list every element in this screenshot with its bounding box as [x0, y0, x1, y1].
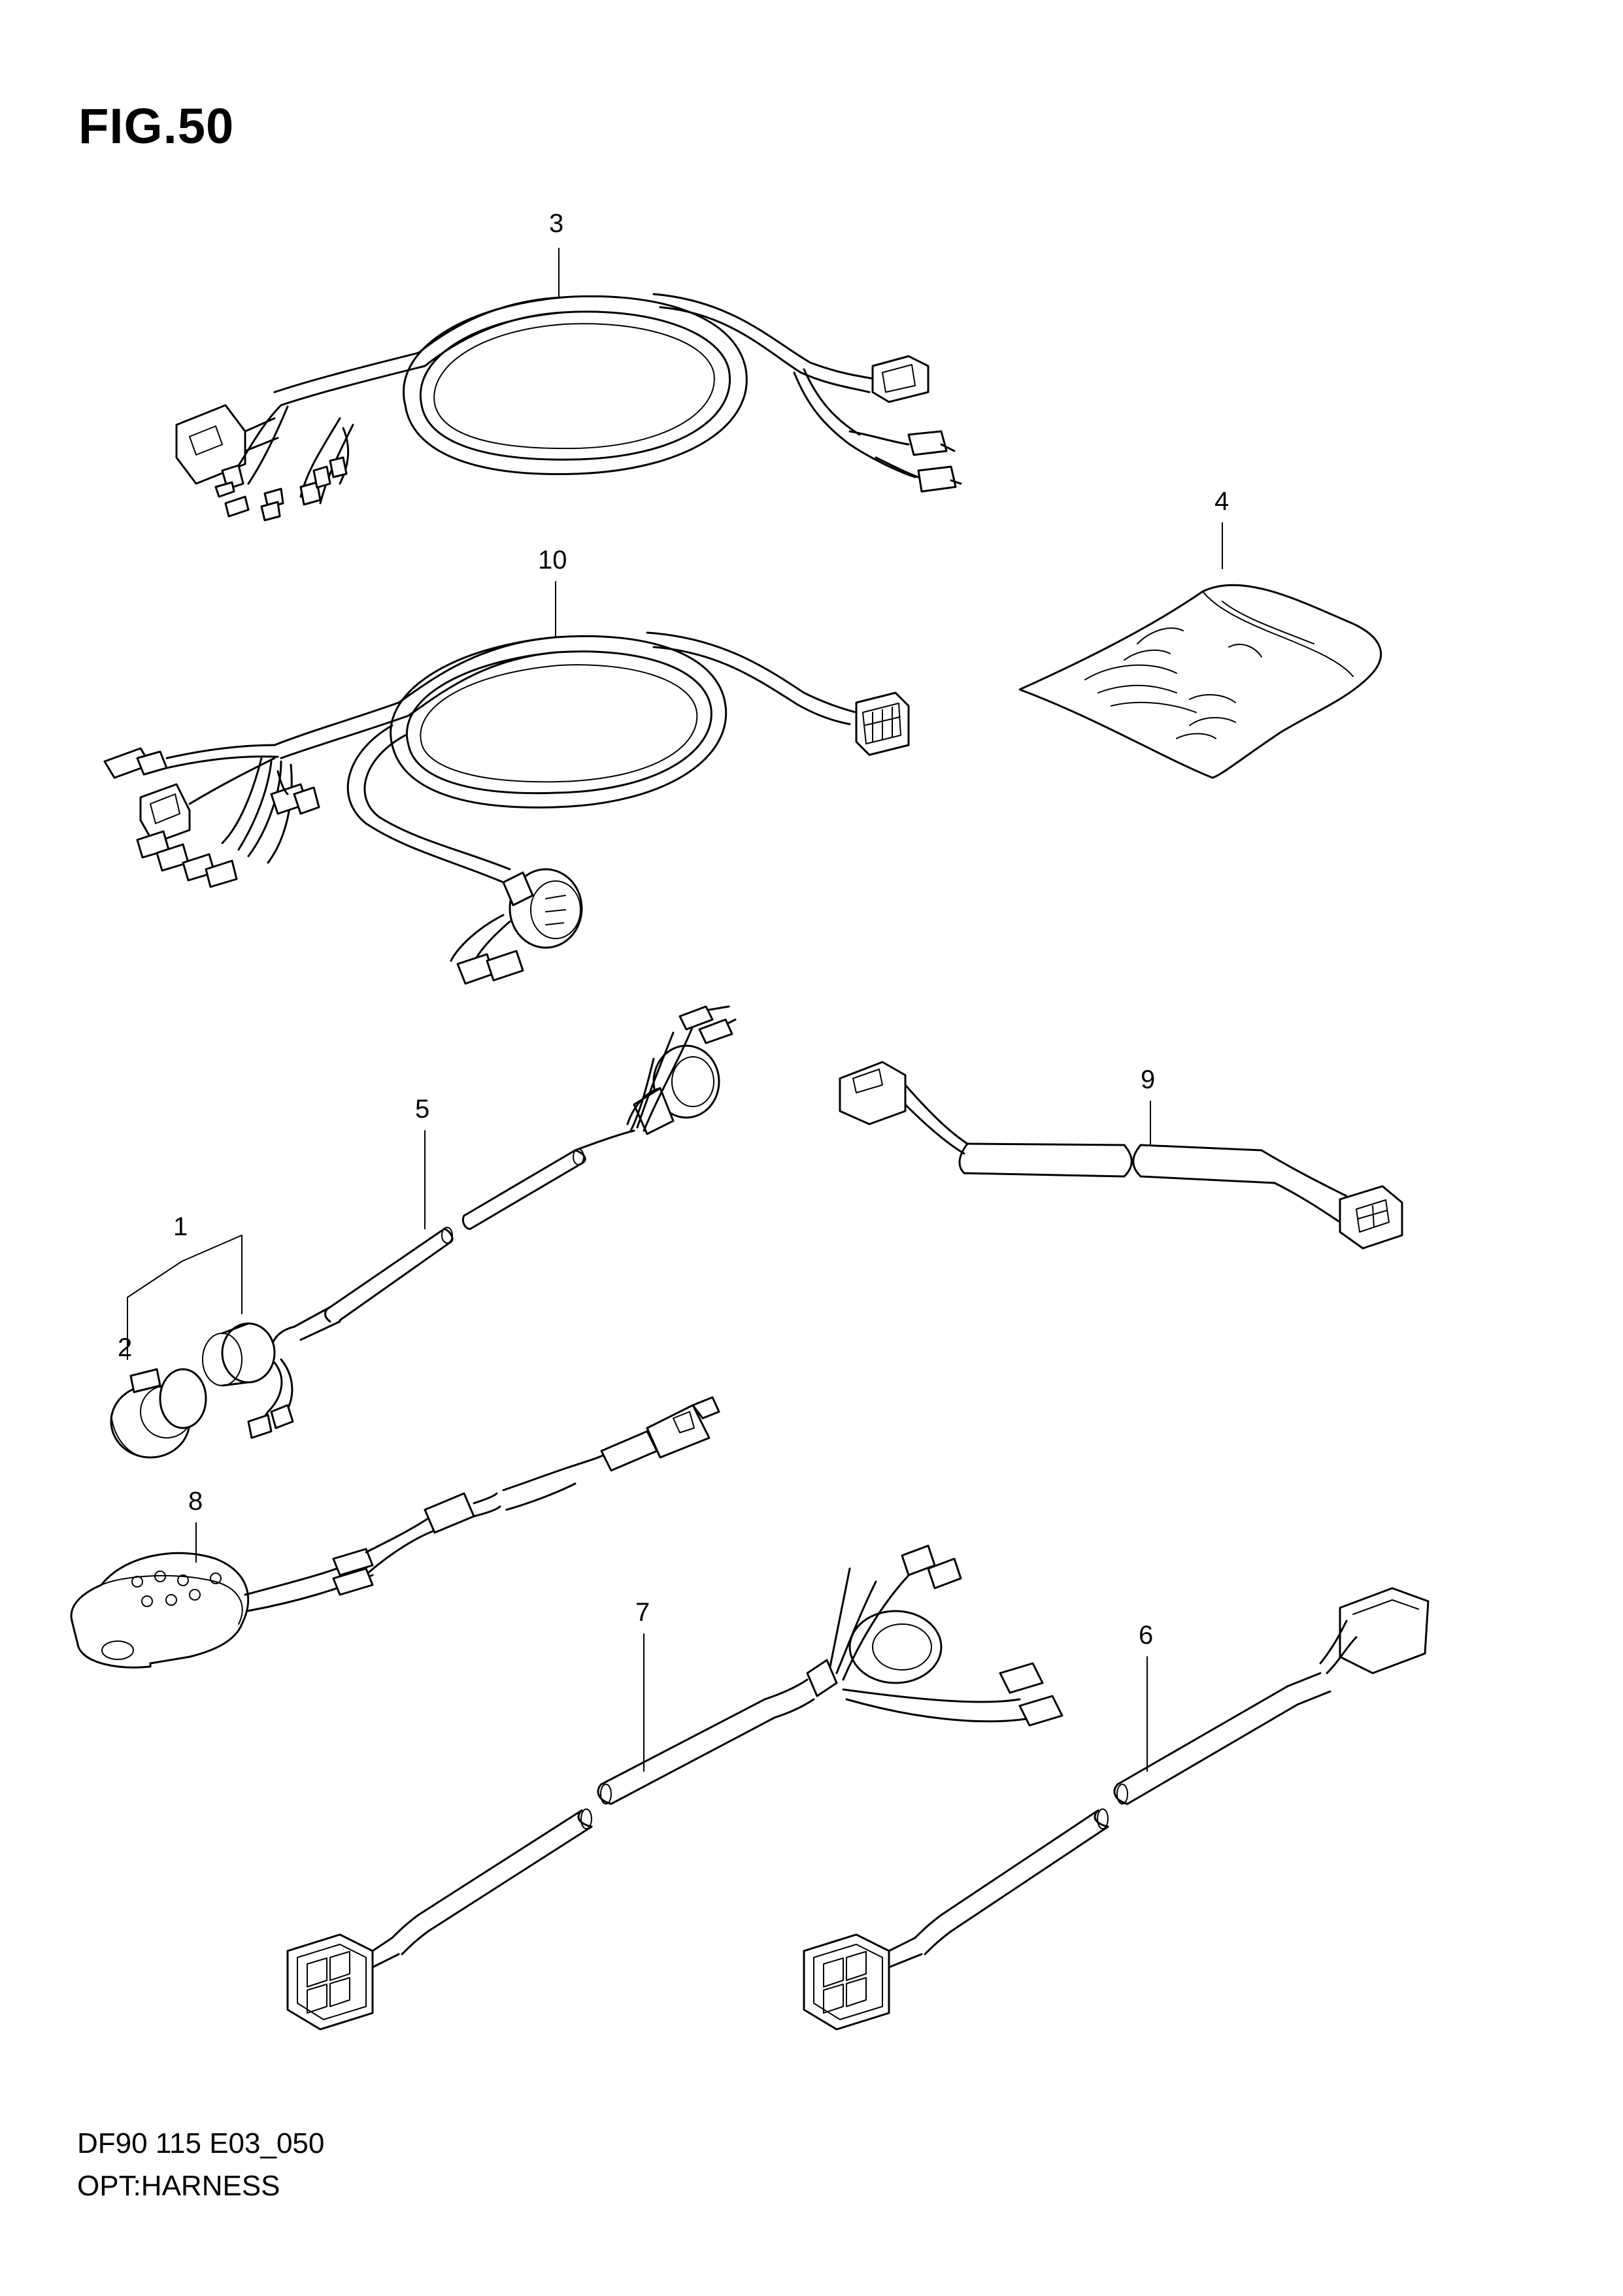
bag-part-4[interactable]: [1018, 522, 1382, 779]
callout-3: 3: [549, 209, 563, 238]
harness-part-7[interactable]: [286, 1544, 1063, 2031]
harness-part-10[interactable]: [103, 581, 910, 985]
callout-7: 7: [635, 1598, 650, 1627]
callout-8: 8: [188, 1487, 203, 1516]
callout-10: 10: [538, 546, 567, 574]
callout-9: 9: [1141, 1065, 1155, 1094]
harness-part-5[interactable]: [202, 1005, 737, 1439]
callout-6: 6: [1139, 1621, 1153, 1650]
figure-code: DF90 115 E03_050: [77, 2127, 325, 2159]
callout-4: 4: [1214, 487, 1229, 516]
callout-1: 1: [173, 1212, 188, 1241]
figure-name: OPT:HARNESS: [77, 2170, 280, 2202]
callout-2: 2: [118, 1333, 132, 1362]
harness-part-9[interactable]: [839, 1061, 1403, 1250]
socket-part-1-2[interactable]: [110, 1235, 243, 1459]
buzzer-part-8[interactable]: [70, 1396, 720, 1669]
callout-5: 5: [415, 1095, 429, 1123]
harness-part-6[interactable]: [803, 1587, 1430, 2031]
harness-part-3[interactable]: [175, 248, 962, 522]
figure-title: FIG.50: [78, 99, 235, 154]
